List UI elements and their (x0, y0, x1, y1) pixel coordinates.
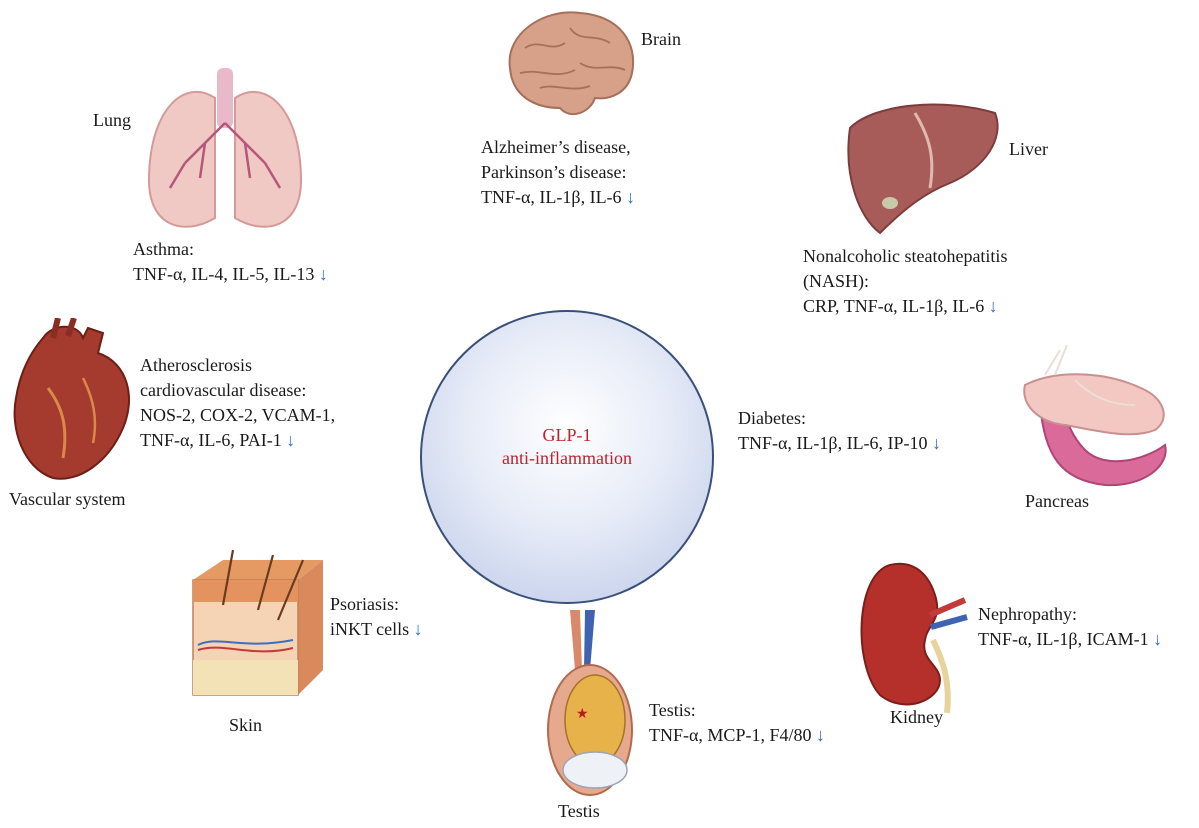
liver-markers-row: CRP, TNF-α, IL-1β, IL-6 ↓ (803, 294, 1007, 319)
down-arrow-icon: ↓ (626, 187, 635, 207)
brain-disease-line1: Alzheimer’s disease, (481, 135, 635, 160)
pancreas-annotation: Diabetes: TNF-α, IL-1β, IL-6, IP-10 ↓ (738, 406, 941, 456)
skin-markers-row: iNKT cells ↓ (330, 617, 423, 642)
down-arrow-icon: ↓ (414, 619, 423, 639)
pancreas-disease: Diabetes: (738, 406, 941, 431)
brain-name: Brain (641, 27, 681, 52)
down-arrow-icon: ↓ (932, 433, 941, 453)
vascular-line1: Atherosclerosis (140, 353, 335, 378)
liver-illustration (835, 98, 1005, 238)
brain-annotation: Alzheimer’s disease, Parkinson’s disease… (481, 135, 635, 210)
lung-annotation: Asthma: TNF-α, IL-4, IL-5, IL-13 ↓ (133, 237, 328, 287)
down-arrow-icon: ↓ (989, 296, 998, 316)
skin-illustration (183, 550, 328, 710)
lung-disease: Asthma: (133, 237, 328, 262)
brain-markers-row: TNF-α, IL-1β, IL-6 ↓ (481, 185, 635, 210)
center-label-line2: anti-inflammation (420, 447, 714, 470)
testis-markers-row: TNF-α, MCP-1, F4/80 ↓ (649, 723, 825, 748)
skin-name: Skin (229, 713, 262, 738)
down-arrow-icon: ↓ (1153, 629, 1162, 649)
vascular-line3: NOS-2, COX-2, VCAM-1, (140, 403, 335, 428)
liver-name: Liver (1009, 137, 1048, 162)
down-arrow-icon: ↓ (286, 430, 295, 450)
kidney-markers-row: TNF-α, IL-1β, ICAM-1 ↓ (978, 627, 1162, 652)
liver-disease-line1: Nonalcoholic steatohepatitis (803, 244, 1007, 269)
lung-name: Lung (93, 108, 131, 133)
kidney-annotation: Nephropathy: TNF-α, IL-1β, ICAM-1 ↓ (978, 602, 1162, 652)
down-arrow-icon: ↓ (816, 725, 825, 745)
vascular-line4: TNF-α, IL-6, PAI-1 (140, 430, 282, 450)
svg-text:★: ★ (576, 706, 589, 722)
lung-markers: TNF-α, IL-4, IL-5, IL-13 (133, 264, 314, 284)
vascular-line4-row: TNF-α, IL-6, PAI-1 ↓ (140, 428, 335, 453)
brain-markers: TNF-α, IL-1β, IL-6 (481, 187, 622, 207)
pancreas-name: Pancreas (1025, 489, 1089, 514)
center-label-line1: GLP-1 (420, 424, 714, 447)
liver-annotation: Nonalcoholic steatohepatitis (NASH): CRP… (803, 244, 1007, 319)
center-label: GLP-1 anti-inflammation (420, 424, 714, 470)
lung-illustration (145, 68, 305, 238)
liver-disease-line2: (NASH): (803, 269, 1007, 294)
testis-illustration: ★ (540, 610, 640, 800)
vascular-annotation: Atherosclerosis cardiovascular disease: … (140, 353, 335, 453)
pancreas-markers-row: TNF-α, IL-1β, IL-6, IP-10 ↓ (738, 431, 941, 456)
brain-disease-line2: Parkinson’s disease: (481, 160, 635, 185)
vascular-line2: cardiovascular disease: (140, 378, 335, 403)
lung-markers-row: TNF-α, IL-4, IL-5, IL-13 ↓ (133, 262, 328, 287)
down-arrow-icon: ↓ (319, 264, 328, 284)
testis-annotation: Testis: TNF-α, MCP-1, F4/80 ↓ (649, 698, 825, 748)
kidney-name: Kidney (890, 705, 943, 730)
skin-annotation: Psoriasis: iNKT cells ↓ (330, 592, 423, 642)
vascular-name: Vascular system (9, 487, 125, 512)
pancreas-illustration (985, 345, 1175, 490)
brain-illustration (500, 8, 640, 123)
heart-illustration (8, 318, 138, 488)
kidney-illustration (855, 555, 975, 715)
kidney-markers: TNF-α, IL-1β, ICAM-1 (978, 629, 1149, 649)
skin-disease: Psoriasis: (330, 592, 423, 617)
skin-markers: iNKT cells (330, 619, 409, 639)
testis-disease: Testis: (649, 698, 825, 723)
liver-markers: CRP, TNF-α, IL-1β, IL-6 (803, 296, 984, 316)
pancreas-markers: TNF-α, IL-1β, IL-6, IP-10 (738, 433, 928, 453)
kidney-disease: Nephropathy: (978, 602, 1162, 627)
testis-markers: TNF-α, MCP-1, F4/80 (649, 725, 811, 745)
testis-name: Testis (558, 799, 600, 824)
